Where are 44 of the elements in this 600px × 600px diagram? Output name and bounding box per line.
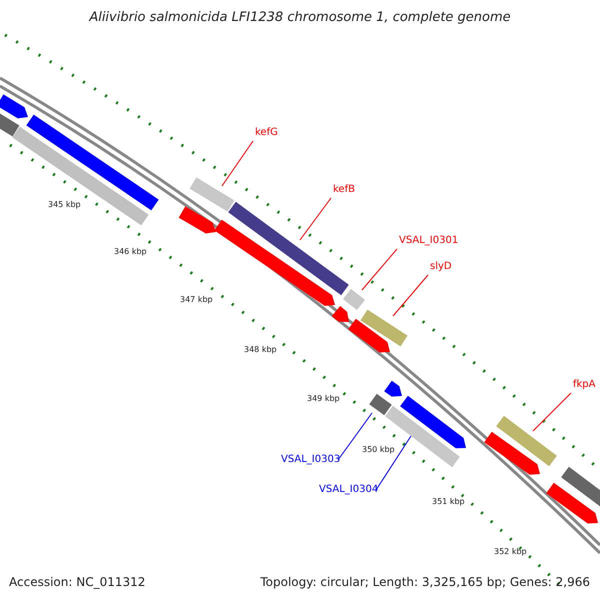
gene-label: slyD (430, 262, 452, 272)
leader-line (532, 392, 572, 432)
scale-label: 352 kbp (494, 548, 527, 556)
gene-block-pointed (348, 318, 390, 352)
gene-label: VSAL_I0301 (399, 236, 458, 246)
gene-block (190, 177, 234, 212)
scale-label: 349 kbp (307, 395, 340, 403)
leader-line (362, 248, 398, 290)
leader-line (222, 140, 254, 186)
gene-block-pointed (484, 432, 540, 475)
gene-block (360, 310, 408, 346)
gene-block (228, 202, 349, 296)
gene-block (369, 394, 392, 416)
accession-text: Accession: NC_011312 (9, 576, 146, 588)
gene-block (496, 416, 557, 466)
leader-line (376, 436, 412, 490)
gene-block-pointed (384, 380, 402, 397)
scale-label: 346 kbp (114, 248, 147, 256)
gene-block (0, 112, 20, 136)
gene-block-pointed (546, 482, 598, 524)
gene-block-pointed (178, 206, 216, 234)
scale-label: 350 kbp (362, 446, 395, 454)
title: Aliivibrio salmonicida LFI1238 chromosome 1, complete genome (88, 11, 512, 24)
gene-block (12, 126, 149, 226)
gene-label: VSAL_I0304 (319, 485, 378, 495)
scale-label: 351 kbp (432, 498, 465, 506)
scale-label: 347 kbp (180, 296, 213, 304)
gene-block (26, 114, 159, 210)
leader-line (338, 412, 372, 460)
gene-block-pointed (332, 306, 349, 322)
gene-block (561, 466, 600, 508)
leader-line (392, 274, 428, 316)
genome-info-text: Topology: circular; Length: 3,325,165 bp; Genes: 2,966 (260, 576, 590, 588)
leader-line (300, 198, 332, 240)
gene-label: fkpA (573, 380, 596, 390)
gene-label: kefB (333, 185, 355, 195)
gene-block-pointed (214, 220, 335, 306)
scale-label: 348 kbp (244, 346, 277, 354)
gene-block-pointed (0, 94, 28, 118)
scale-label: 345 kbp (48, 201, 81, 209)
gene-block (343, 288, 365, 310)
gene-label: kefG (255, 128, 278, 138)
gene-block-pointed (400, 396, 466, 448)
gene-label: VSAL_I0303 (281, 455, 340, 465)
